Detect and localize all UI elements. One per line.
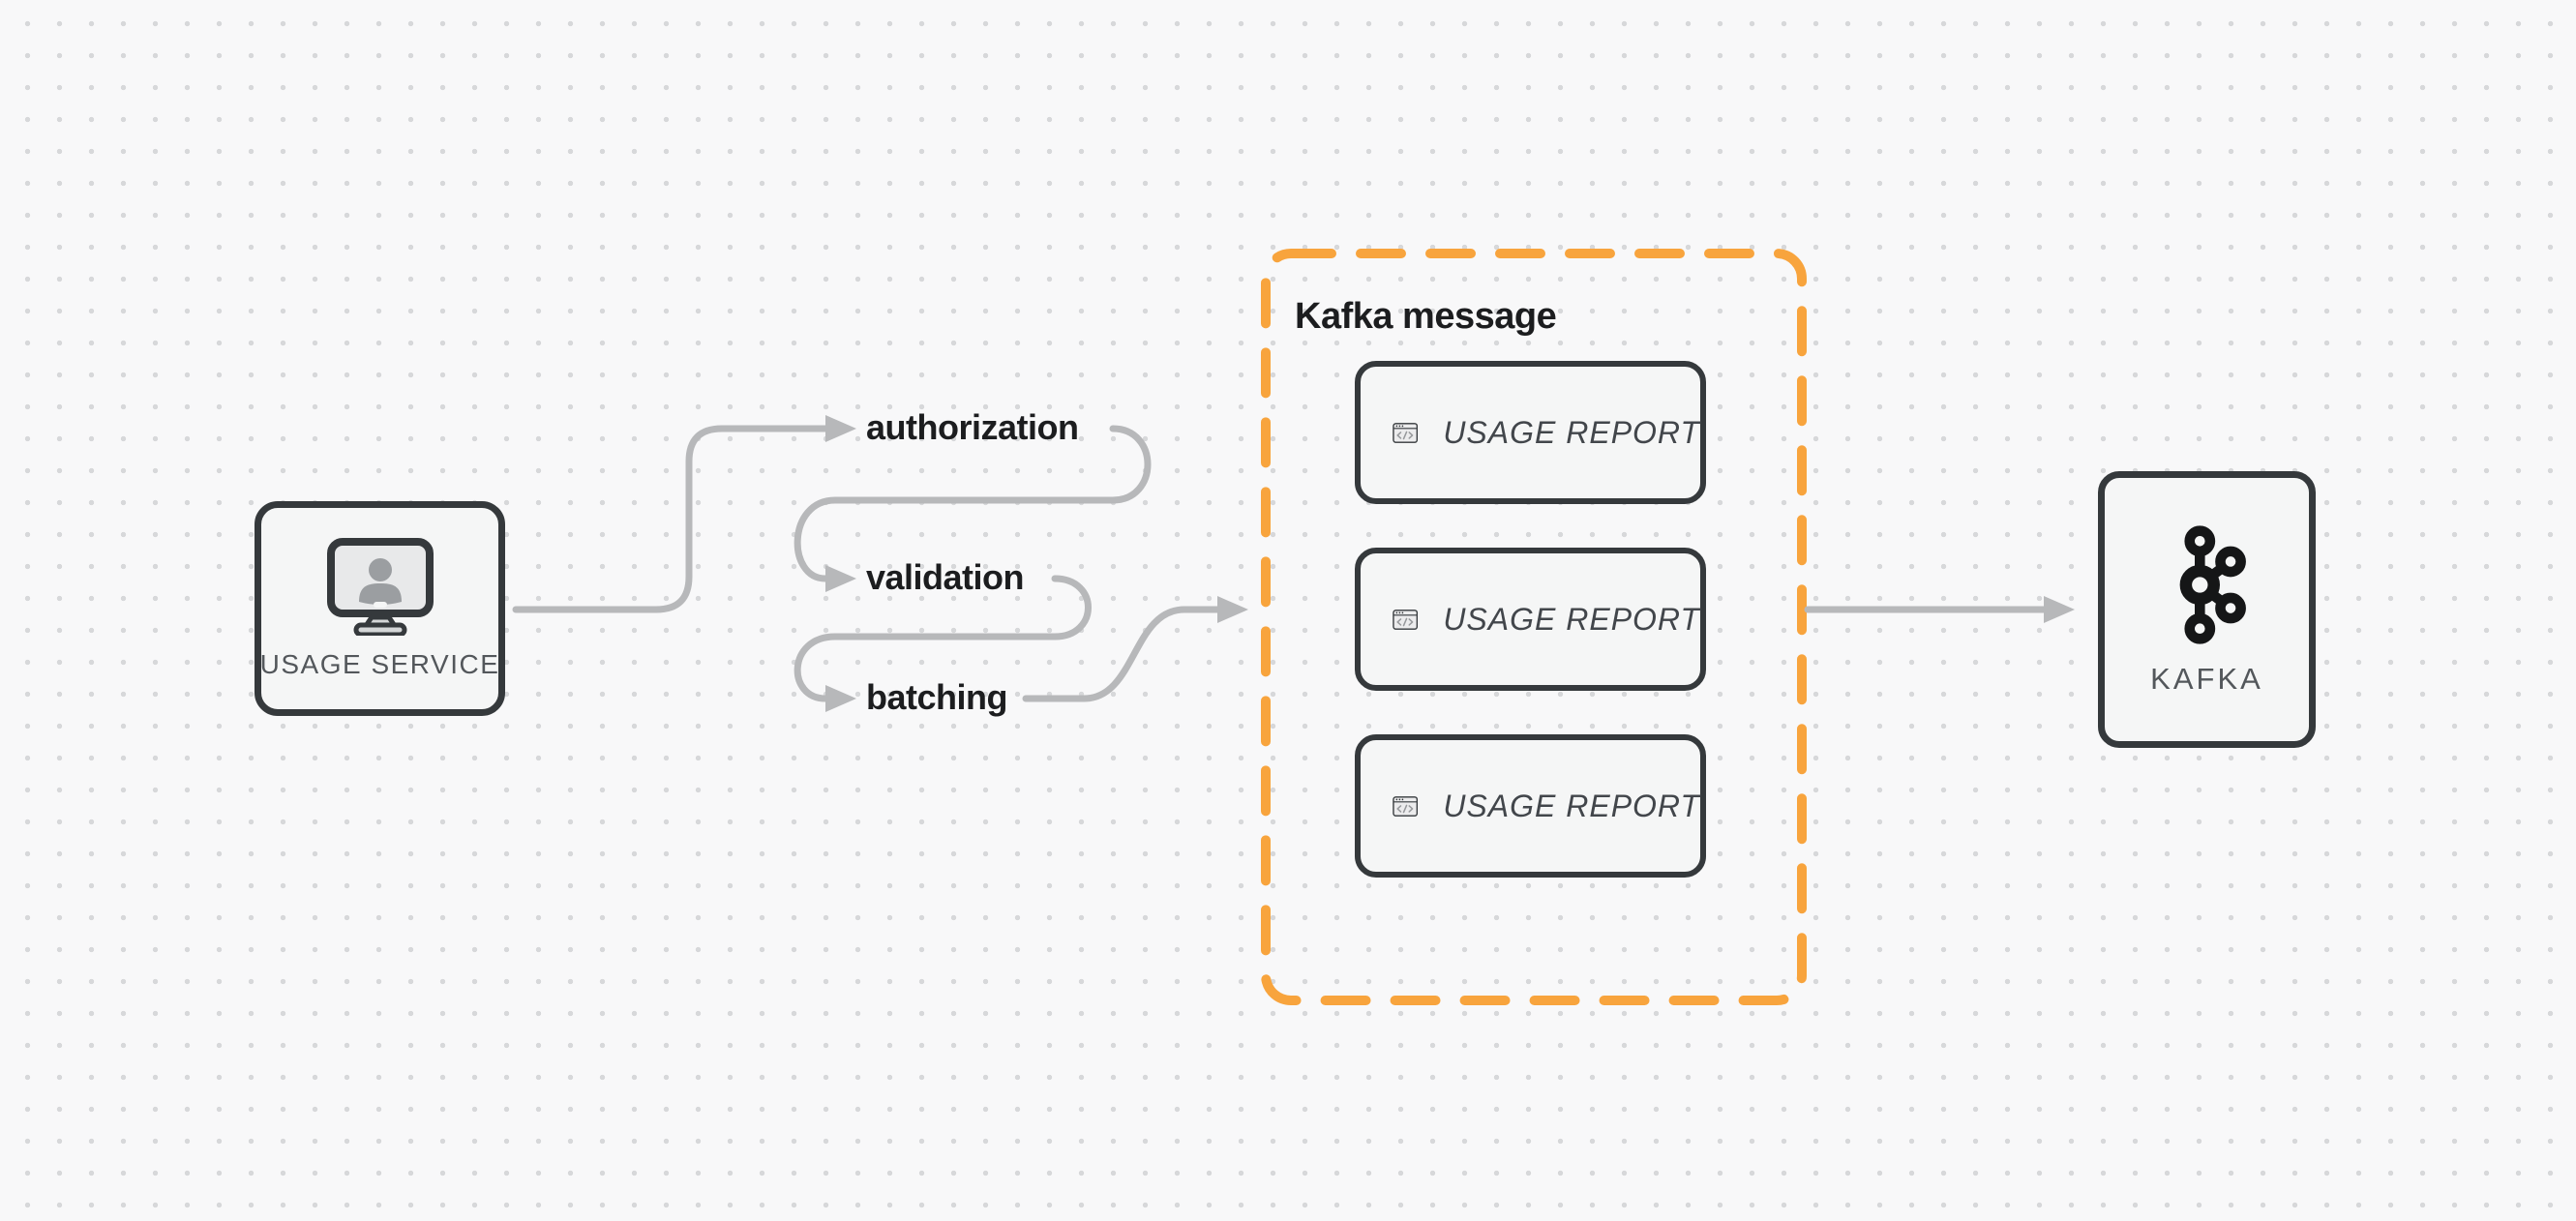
node-kafka: KAFKA bbox=[2098, 471, 2316, 748]
step-validation: validation bbox=[866, 557, 1025, 597]
usage-report-label: USAGE REPORT bbox=[1443, 601, 1700, 637]
wire-batching-to-kafka-message bbox=[1022, 606, 1221, 702]
wire-authorization-to-validation bbox=[794, 425, 1152, 582]
wire-usage-service-to-authorization bbox=[512, 425, 829, 613]
usage-report-card: USAGE REPORT bbox=[1355, 734, 1716, 888]
user-monitor-icon bbox=[326, 538, 434, 636]
step-authorization: authorization bbox=[866, 407, 1079, 447]
usage-report-label: USAGE REPORT bbox=[1443, 414, 1700, 450]
kafka-label: KAFKA bbox=[2150, 661, 2263, 696]
usage-report-card: USAGE REPORT bbox=[1355, 361, 1716, 515]
kafka-logo-icon bbox=[2179, 524, 2246, 644]
usage-service-label: USAGE SERVICE bbox=[259, 649, 500, 679]
usage-report-label: USAGE REPORT bbox=[1443, 788, 1700, 823]
arrowhead-authorization bbox=[825, 415, 856, 442]
arrowhead-kafka bbox=[2044, 596, 2075, 623]
node-usage-service: USAGE SERVICE bbox=[255, 501, 505, 716]
kafka-message-title: Kafka message bbox=[1295, 296, 1557, 337]
wire-validation-to-batching bbox=[794, 575, 1092, 702]
usage-report-card: USAGE REPORT bbox=[1355, 548, 1716, 701]
kafka-message-group-outline bbox=[1261, 249, 1807, 1005]
code-window-icon bbox=[1393, 422, 1419, 443]
code-window-icon bbox=[1393, 609, 1419, 630]
arrowhead-kafka-message bbox=[1217, 596, 1248, 623]
step-batching: batching bbox=[866, 677, 1008, 717]
arrowhead-batching bbox=[825, 685, 856, 712]
arrowhead-validation bbox=[825, 565, 856, 592]
code-window-icon bbox=[1393, 795, 1419, 817]
